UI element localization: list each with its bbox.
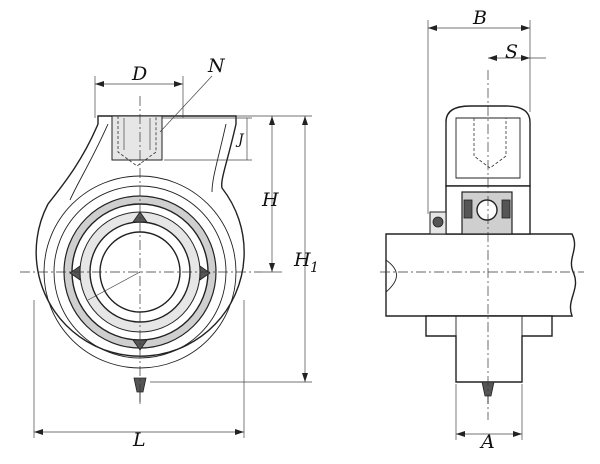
- neck-inner-line: [69, 123, 109, 201]
- side-dimensions: B S A: [427, 7, 546, 453]
- setscrew-mark-left: [69, 265, 81, 281]
- label-B: B: [472, 7, 487, 29]
- neck-inner-line-right: [211, 123, 227, 193]
- dim-D-arrow: [174, 81, 183, 87]
- side-head-inner: [455, 117, 521, 179]
- label-H1-subscript: 1: [310, 260, 319, 276]
- dim-N-leader: [159, 75, 213, 133]
- dim-H-arrow: [269, 116, 275, 125]
- dim-S-arrow: [488, 55, 497, 61]
- dim-A-arrow: [456, 431, 465, 437]
- side-ball: [476, 199, 498, 221]
- top-boss: [111, 115, 163, 161]
- side-housing-lower: [425, 315, 553, 383]
- side-view: [380, 70, 584, 420]
- shaft: [385, 233, 577, 317]
- setscrew-mark-right: [199, 265, 211, 281]
- side-seal-right: [501, 199, 511, 219]
- dim-H1-arrow: [302, 373, 308, 382]
- dim-A-arrow: [513, 431, 522, 437]
- dim-L-arrow: [34, 429, 43, 435]
- bore-leader: [87, 271, 141, 301]
- label-A: A: [479, 431, 495, 453]
- label-S: S: [505, 41, 518, 63]
- label-H: H: [261, 189, 279, 211]
- dim-B-arrow: [521, 25, 530, 31]
- side-setscrew: [432, 216, 444, 228]
- dim-H1-arrow: [302, 116, 308, 125]
- shaft-break-curve: [385, 259, 397, 293]
- label-H1: H: [293, 249, 311, 271]
- dim-S-arrow: [521, 55, 530, 61]
- tapped-hole: [117, 116, 157, 167]
- dim-L-arrow: [235, 429, 244, 435]
- front-view: [20, 96, 262, 404]
- front-dimensions: D N J H H 1 L: [33, 55, 319, 451]
- label-J: J: [235, 132, 245, 148]
- dim-H-arrow: [269, 263, 275, 272]
- label-N: N: [207, 55, 226, 77]
- side-tapped-hole: [473, 118, 507, 169]
- dim-B-arrow: [428, 25, 437, 31]
- label-L: L: [132, 429, 146, 451]
- side-seal-left: [463, 199, 473, 219]
- dim-D-arrow: [95, 81, 104, 87]
- label-D: D: [131, 63, 147, 85]
